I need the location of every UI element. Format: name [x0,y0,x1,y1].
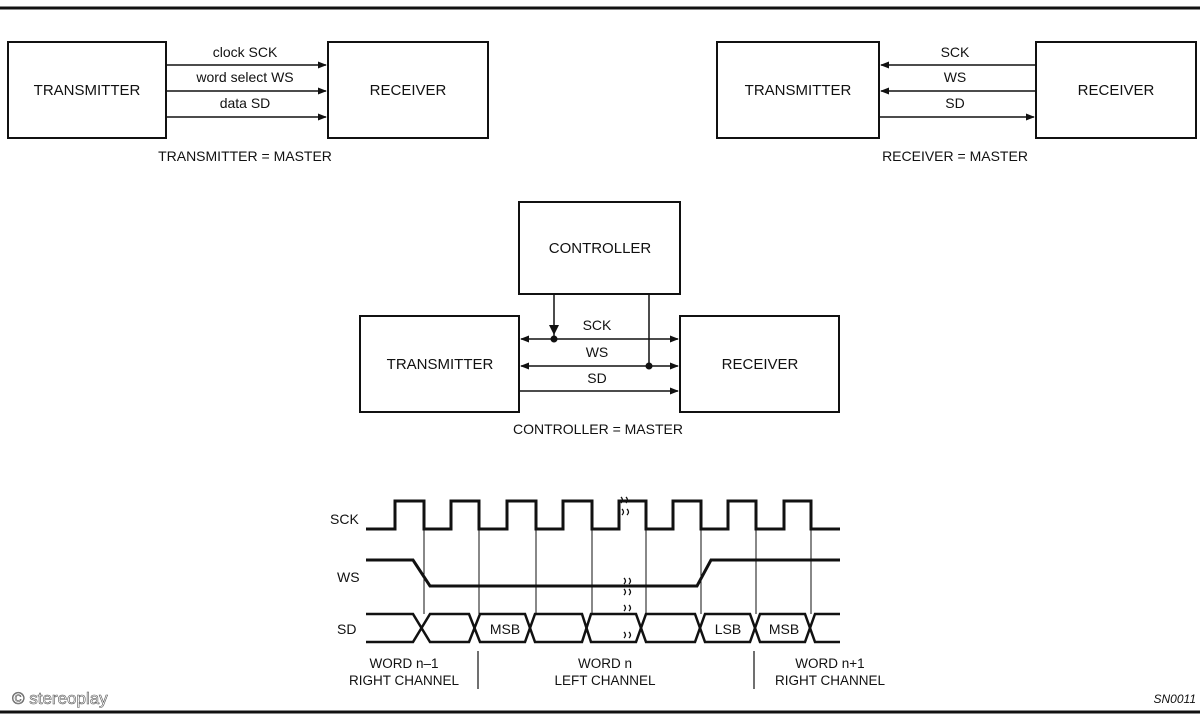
caption-controller-master: CONTROLLER = MASTER [513,421,683,437]
controller-box-label: CONTROLLER [549,240,652,257]
word-n-plus-1-label: WORD n+1 [795,656,864,671]
signal-label-ws: WS [337,569,360,585]
sd-waveform-top [366,612,840,644]
diagram-receiver-master: TRANSMITTER RECEIVER SCK WS SD RECEIVER … [716,41,1197,164]
receiver-box-label: RECEIVER [1078,82,1155,99]
break-marks [620,496,632,639]
ws-line-label: WS [944,69,967,85]
transmitter-box [716,41,880,139]
receiver-box-label: RECEIVER [722,356,799,373]
ws-line-label: word select WS [195,69,293,85]
sd-label-msb-next: MSB [769,621,799,637]
watermark: © stereoplay [12,689,108,708]
controller-box [518,201,681,295]
diagram-controller-master: CONTROLLER TRANSMITTER RECEIVER SCK WS S… [359,201,840,437]
word-n-label: WORD n [578,656,632,671]
word-n-channel: LEFT CHANNEL [554,673,656,688]
receiver-box [679,315,840,413]
word-n-plus-1-channel: RIGHT CHANNEL [775,673,886,688]
sd-line-label: SD [945,95,964,111]
sck-junction-dot [550,335,558,343]
receiver-box [1035,41,1197,139]
controller-sck-arrowhead [549,325,559,335]
clock-edge-guides [423,529,812,614]
transmitter-box [359,315,520,413]
figure-code: SN0011 [1154,692,1196,706]
caption-transmitter-master: TRANSMITTER = MASTER [158,148,332,164]
ws-line-label: WS [586,344,609,360]
receiver-box [327,41,489,139]
sd-label-lsb: LSB [715,621,741,637]
transmitter-box-label: TRANSMITTER [745,82,852,99]
sck-line-label: clock SCK [213,44,278,60]
sd-line-label: SD [587,370,606,386]
sd-waveform-bottom [366,612,840,644]
sck-line-label: SCK [583,317,612,333]
sck-waveform [366,499,840,531]
sck-line-label: SCK [941,44,970,60]
timing-diagram: SCK WS SD MSB LSB MSB [330,496,886,689]
transmitter-box-label: TRANSMITTER [387,356,494,373]
signal-label-sck: SCK [330,511,359,527]
word-n-minus-1-channel: RIGHT CHANNEL [349,673,460,688]
transmitter-box-label: TRANSMITTER [34,82,141,99]
ws-waveform [366,558,840,588]
signal-label-sd: SD [337,621,356,637]
transmitter-box [7,41,167,139]
sd-label-msb: MSB [490,621,520,637]
word-n-minus-1-label: WORD n–1 [369,656,438,671]
ws-junction-dot [645,362,653,370]
sd-line-label: data SD [220,95,271,111]
receiver-box-label: RECEIVER [370,82,447,99]
caption-receiver-master: RECEIVER = MASTER [882,148,1028,164]
diagram-transmitter-master: TRANSMITTER RECEIVER clock SCK word sele… [7,41,489,164]
